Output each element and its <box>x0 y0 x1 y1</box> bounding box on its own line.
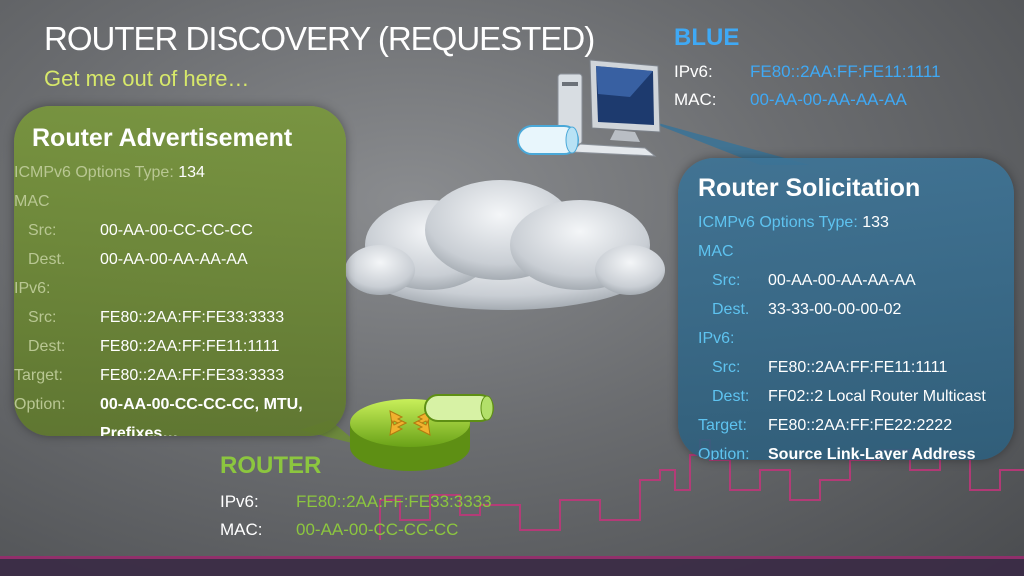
adv-ip-src-label: Src: <box>28 309 57 326</box>
sol-target-label: Target: <box>698 417 747 434</box>
adv-ip-dest-label: Dest: <box>28 338 66 355</box>
adv-option-continued: Prefixes… <box>100 425 179 436</box>
adv-src-value: 00-AA-00-CC-CC-CC <box>100 222 253 239</box>
router-ipv6-label: IPv6: <box>220 492 259 511</box>
slide-subtitle: Get me out of here… <box>44 66 250 91</box>
network-cloud-icon <box>345 180 665 310</box>
router-ipv6-row: IPv6: FE80::2AA:FF:FE33:3333 <box>220 492 492 512</box>
adv-option-label: Option: <box>14 396 66 413</box>
adv-src-label: Src: <box>28 222 57 239</box>
computer-icon <box>517 59 661 157</box>
router-mac-label: MAC: <box>220 520 263 539</box>
adv-ipv6-label: IPv6: <box>14 280 51 297</box>
sol-target-value: FE80::2AA:FF:FE22:2222 <box>768 417 953 434</box>
adv-option-value: 00-AA-00-CC-CC-CC, MTU, <box>100 396 303 413</box>
adv-dest-label: Dest. <box>28 251 66 268</box>
sol-dest-label: Dest. <box>712 301 750 318</box>
sol-ip-src-value: FE80::2AA:FF:FE11:1111 <box>768 359 948 376</box>
sol-option-value: Source Link-Layer Address <box>768 446 976 460</box>
blue-ipv6-value: FE80::2AA:FF:FE11:1111 <box>750 62 941 81</box>
router-ipv6-value: FE80::2AA:FF:FE33:3333 <box>296 492 492 511</box>
blue-ipv6-label: IPv6: <box>674 62 713 81</box>
router-advertisement-bubble: Router Advertisement ICMPv6 Options Type… <box>14 106 346 436</box>
router-solicitation-title: Router Solicitation <box>698 174 921 202</box>
sol-type-value: 133 <box>862 214 889 231</box>
blue-ipv6-row: IPv6: FE80::2AA:FF:FE11:1111 <box>674 62 941 82</box>
adv-dest-value: 00-AA-00-AA-AA-AA <box>100 251 248 268</box>
router-solicitation-bubble: Router Solicitation ICMPv6 Options Type:… <box>678 158 1014 460</box>
blue-host-heading: BLUE <box>674 24 740 51</box>
adv-type-label: ICMPv6 Options Type: <box>14 164 174 181</box>
sol-ip-dest-label: Dest: <box>712 388 750 405</box>
sol-type-label: ICMPv6 Options Type: <box>698 214 858 231</box>
blue-mac-label: MAC: <box>674 90 717 109</box>
sol-option-label: Option: <box>698 446 750 460</box>
sol-src-value: 00-AA-00-AA-AA-AA <box>768 272 916 289</box>
adv-mac-label: MAC <box>14 193 50 210</box>
sol-mac-label: MAC <box>698 243 734 260</box>
router-heading: ROUTER <box>220 452 322 479</box>
adv-target-label: Target: <box>14 367 63 384</box>
router-icon <box>350 394 494 471</box>
sol-dest-value: 33-33-00-00-00-02 <box>768 301 902 318</box>
sol-src-label: Src: <box>712 272 741 289</box>
router-mac-row: MAC: 00-AA-00-CC-CC-CC <box>220 520 458 540</box>
adv-target-value: FE80::2AA:FF:FE33:3333 <box>100 367 285 384</box>
slide-title: ROUTER DISCOVERY (REQUESTED) <box>44 20 595 57</box>
router-advertisement-title: Router Advertisement <box>32 124 293 152</box>
adv-ip-src-value: FE80::2AA:FF:FE33:3333 <box>100 309 285 326</box>
adv-type-value: 134 <box>178 164 205 181</box>
router-mac-value: 00-AA-00-CC-CC-CC <box>296 520 459 539</box>
sol-ip-src-label: Src: <box>712 359 741 376</box>
adv-ip-dest-value: FE80::2AA:FF:FE11:1111 <box>100 338 280 355</box>
blue-mac-row: MAC: 00-AA-00-AA-AA-AA <box>674 90 907 110</box>
sol-ipv6-label: IPv6: <box>698 330 735 347</box>
blue-mac-value: 00-AA-00-AA-AA-AA <box>750 90 907 109</box>
sol-ip-dest-value: FF02::2 Local Router Multicast <box>768 388 986 405</box>
